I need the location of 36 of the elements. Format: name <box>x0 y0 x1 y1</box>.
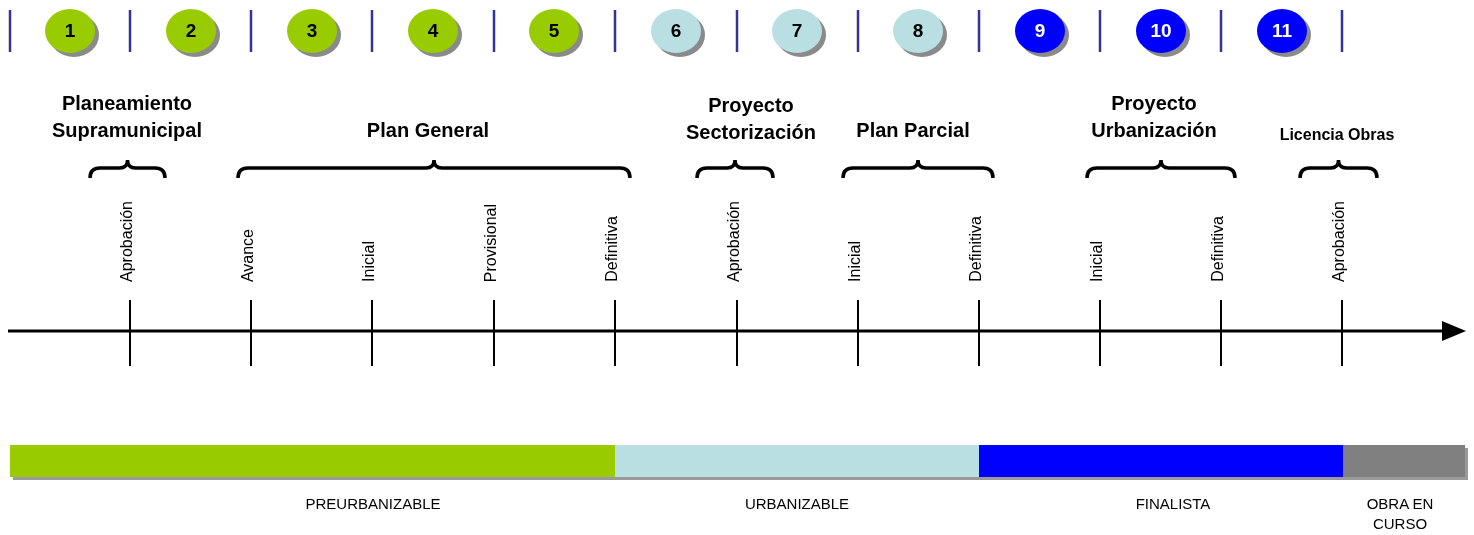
phase-bar <box>10 445 615 477</box>
stage-heading: Licencia Obras <box>1279 125 1395 145</box>
phase-label: OBRA EN CURSO <box>1365 494 1435 534</box>
stage-heading: Plan General <box>366 118 490 143</box>
phase-label: FINALISTA <box>1135 494 1211 514</box>
step-circle: 9 <box>1015 9 1065 53</box>
step-circle: 1 <box>45 9 95 53</box>
step-circle: 11 <box>1257 9 1307 53</box>
step-circle: 10 <box>1136 9 1186 53</box>
step-circle: 3 <box>287 9 337 53</box>
milestone-label: Aprobación <box>725 201 743 282</box>
milestone-label: Inicial <box>846 241 864 282</box>
step-circle: 8 <box>893 9 943 53</box>
phase-bar <box>615 445 979 477</box>
stage-heading: Proyecto Urbanización <box>1090 91 1218 143</box>
phase-label: PREURBANIZABLE <box>305 494 441 514</box>
stage-heading: Plan Parcial <box>856 118 970 143</box>
milestone-label: Inicial <box>1088 241 1106 282</box>
phase-label: URBANIZABLE <box>744 494 850 514</box>
milestone-label: Provisional <box>482 203 500 282</box>
stage-heading: Proyecto Sectorización <box>684 93 817 145</box>
milestone-label: Definitiva <box>967 216 985 282</box>
milestone-label: Aprobación <box>118 201 136 282</box>
step-circle: 5 <box>529 9 579 53</box>
phase-bar <box>979 445 1343 477</box>
step-circle: 6 <box>651 9 701 53</box>
milestone-label: Aprobación <box>1330 201 1348 282</box>
milestone-label: Inicial <box>360 241 378 282</box>
milestone-label: Avance <box>239 228 257 282</box>
stage-heading: Planeamiento Supramunicipal <box>51 91 203 143</box>
milestone-label: Definitiva <box>1209 216 1227 282</box>
step-circle: 4 <box>408 9 458 53</box>
phase-bar <box>1343 445 1465 477</box>
step-circle: 2 <box>166 9 216 53</box>
step-circle: 7 <box>772 9 822 53</box>
milestone-label: Definitiva <box>603 216 621 282</box>
